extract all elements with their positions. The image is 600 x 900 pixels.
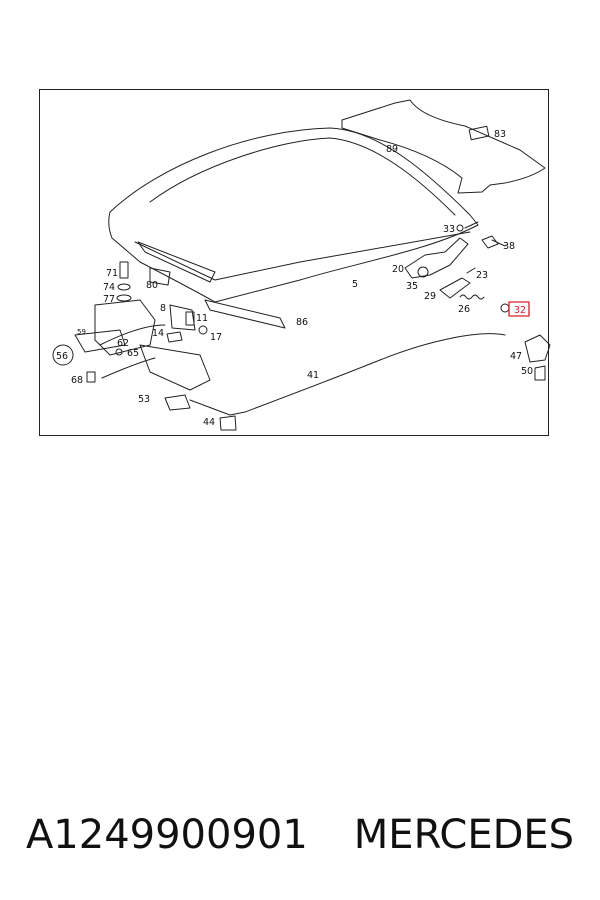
bracket-8-shape <box>169 304 196 331</box>
callout-label: 8 <box>160 303 166 314</box>
insulation-pad <box>341 99 546 194</box>
callout-label: 53 <box>138 394 150 405</box>
washer-65-shape <box>115 348 123 356</box>
washer-74-shape <box>117 283 131 291</box>
front-panel <box>94 299 156 356</box>
bracket-80-shape <box>149 267 171 286</box>
callout-label: 33 <box>443 224 455 235</box>
callout-label: 56 <box>56 351 68 362</box>
clip-68-shape <box>86 371 96 383</box>
callout-label: 71 <box>106 268 118 279</box>
bolt-38-shape <box>481 235 506 249</box>
latch-plate-62 <box>74 329 126 353</box>
callout-label: 23 <box>476 270 488 281</box>
nut-17-shape <box>198 325 208 335</box>
latch-47-shape <box>524 334 551 363</box>
bracket-86 <box>204 299 286 329</box>
callout-label: 86 <box>296 317 308 328</box>
bolt-71-shape <box>119 261 129 279</box>
callout-label: 26 <box>458 304 470 315</box>
release-cable-41 <box>189 333 506 416</box>
brand-name: MERCEDES <box>353 812 575 858</box>
callout-label: 50 <box>521 366 533 377</box>
lock-44-shape <box>219 415 237 431</box>
bushing-35-shape <box>417 266 429 278</box>
callout-label: 62 <box>117 338 129 349</box>
clip-83-shape <box>468 125 490 141</box>
callout-label: 41 <box>307 370 319 381</box>
callout-label: 83 <box>494 129 506 140</box>
callout-label: 5 <box>352 279 358 290</box>
lower-support <box>139 344 211 391</box>
callout-label: 68 <box>71 375 83 386</box>
callout-label: 89 <box>386 144 398 155</box>
part-number: A1249900901 <box>25 812 308 858</box>
callout-label: 44 <box>203 417 215 428</box>
grommet-33-shape <box>456 224 464 232</box>
hinge-link-29 <box>439 277 471 299</box>
washer-77-shape <box>116 294 132 302</box>
clip-14-shape <box>166 331 183 343</box>
arrow-line-56 <box>99 324 166 346</box>
callout-label: 77 <box>103 294 115 305</box>
arrow-line-68 <box>101 357 156 379</box>
hinge-assembly <box>404 237 469 279</box>
callout-label: 47 <box>510 351 522 362</box>
callout-label: 29 <box>424 291 436 302</box>
nut-32-shape <box>500 303 510 313</box>
spring-26-shape <box>459 294 485 300</box>
callout-label: 65 <box>127 348 139 359</box>
callout-label: 20 <box>392 264 404 275</box>
screw-11-shape <box>185 311 195 326</box>
highlight-box-32 <box>508 301 530 317</box>
callout-56-circle <box>52 344 74 366</box>
bolt-50-shape <box>534 365 546 381</box>
hood-grille-strip <box>137 241 216 283</box>
callout-label: 59 <box>77 328 86 336</box>
callout-label: 14 <box>152 328 164 339</box>
hood-panel <box>108 127 479 303</box>
callout-label: 74 <box>103 282 115 293</box>
callout-label-highlighted: 32 <box>514 305 526 316</box>
product-caption: A1249900901 MERCEDES <box>0 800 600 870</box>
callout-label: 80 <box>146 280 158 291</box>
callout-label: 38 <box>503 241 515 252</box>
hood-crease <box>149 137 456 216</box>
callout-label: 35 <box>406 281 418 292</box>
callout-label: 11 <box>196 313 208 324</box>
hood-front-edge <box>134 231 471 281</box>
callout-label: 17 <box>210 332 222 343</box>
lock-53-shape <box>164 394 191 411</box>
